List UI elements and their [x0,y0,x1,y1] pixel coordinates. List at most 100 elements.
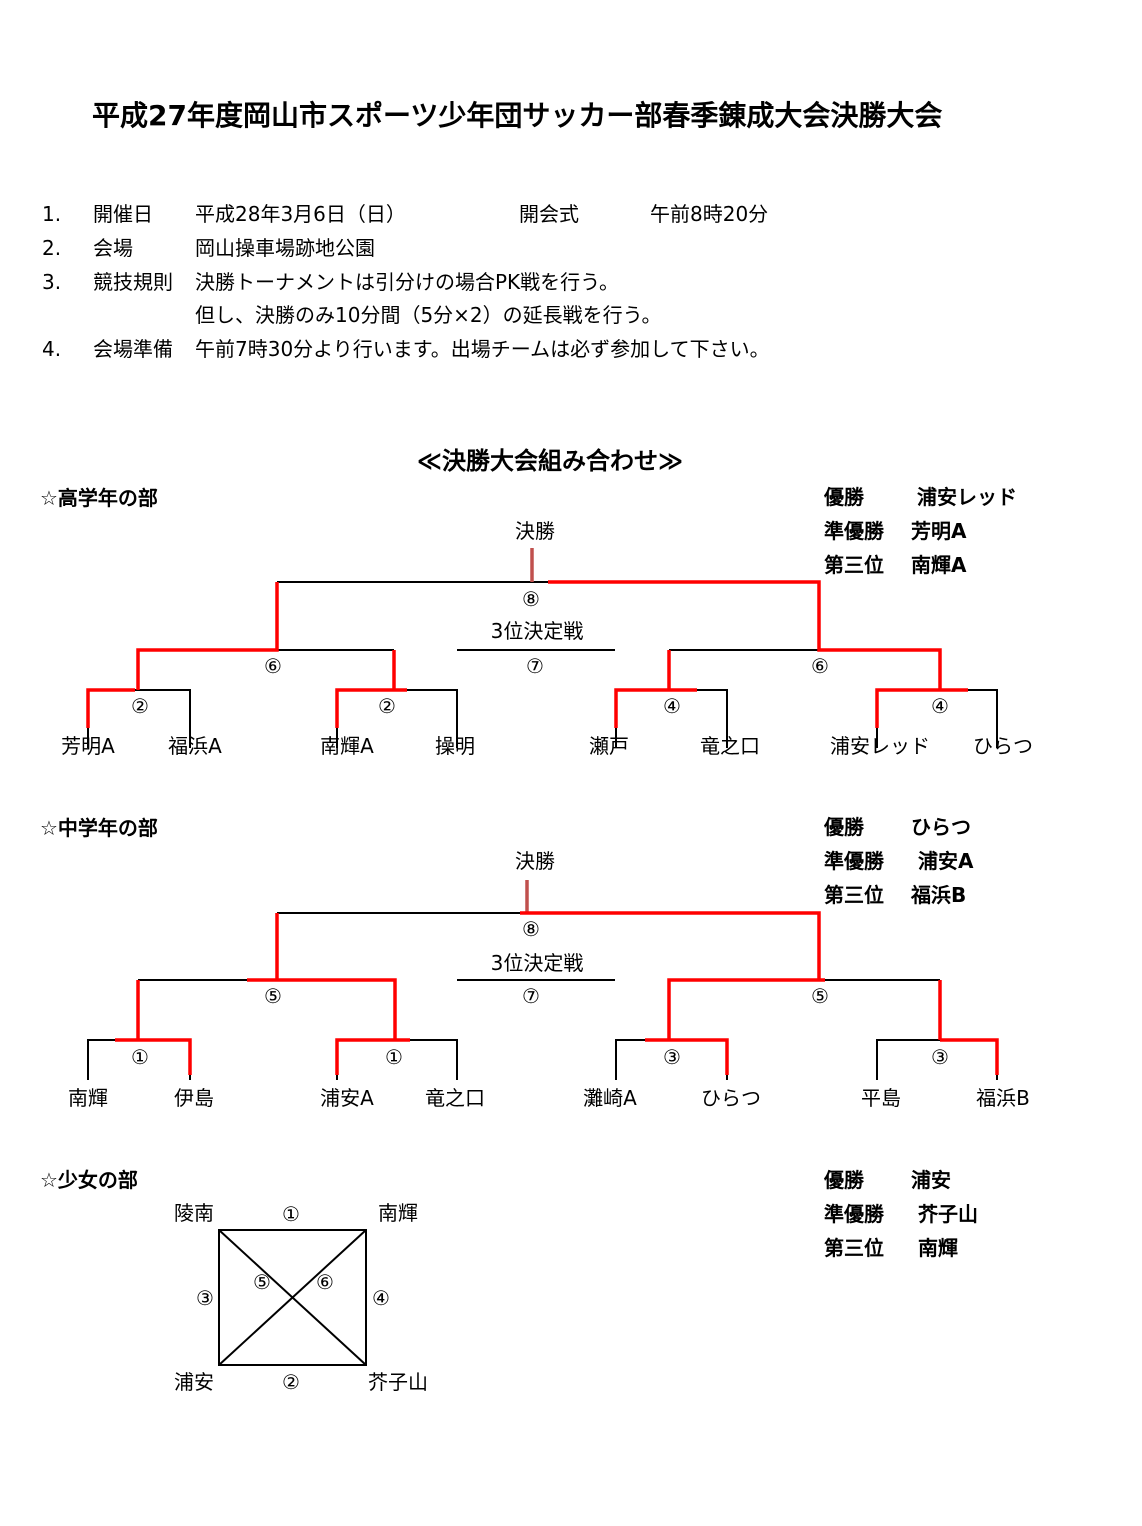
match-number: ⑥ [264,654,282,678]
third-place-label: 3位決定戦 [490,951,584,975]
line [407,689,458,748]
result-team: 福浜B [911,883,967,907]
diagonal [218,1229,367,1366]
info-label: 開催日 [93,202,153,226]
match-number: ⑥ [811,654,829,678]
info-value: 但し、決勝のみ10分間（5分×2）の延長戦を行う。 [195,303,662,327]
page-title: 平成27年度岡山市スポーツ少年団サッカー部春季錬成大会決勝大会 [92,99,943,132]
section-heading: ☆少女の部 [40,1168,138,1192]
team-name: 竜之口 [425,1086,485,1110]
team-name: 福浜B [976,1086,1030,1110]
result-team: 南輝 [918,1236,958,1260]
match-number: ④ [372,1286,390,1310]
info-number: 1. [42,202,62,226]
match-number: ① [282,1202,300,1226]
team-name: 瀬戸 [589,734,629,758]
bracket-heading: ≪決勝大会組み合わせ≫ [416,447,684,475]
result-label: 優勝 [824,815,864,839]
result-label: 第三位 [824,1236,884,1260]
result-label: 優勝 [824,485,864,509]
senior-bracket [87,581,998,748]
team-name: 福浜A [168,734,222,758]
match-number: ③ [196,1286,214,1310]
match-number: ④ [931,694,949,718]
senior-winner-path [86,548,968,728]
result-team: ひらつ [911,815,971,839]
team-name: 南輝A [320,734,374,758]
junior-bracket [87,912,998,1080]
match-number: ⑦ [526,654,544,678]
result-label: 準優勝 [824,1202,884,1226]
result-label: 準優勝 [824,519,884,543]
match-number: ⑧ [522,587,540,611]
info-value: 決勝トーナメントは引分けの場合PK戦を行う。 [195,270,619,294]
result-label: 第三位 [824,883,884,907]
match-number: ① [131,1045,149,1069]
third-place-label: 3位決定戦 [490,619,584,643]
match-number: ④ [663,694,681,718]
line [335,1038,410,1075]
line [875,688,968,728]
team-name: 芥子山 [368,1370,428,1394]
result-label: 第三位 [824,553,884,577]
junior-winner-path [115,880,999,1075]
match-number: ② [378,694,396,718]
line [667,978,825,1040]
line [335,688,407,728]
match-number: ③ [931,1045,949,1069]
line [247,978,397,1040]
girls-league-square [218,1229,367,1366]
info-value: 午前8時20分 [650,202,769,226]
team-name: 芳明A [61,734,115,758]
team-name: 操明 [435,734,475,758]
result-team: 浦安 [911,1168,951,1192]
info-number: 4. [42,337,62,361]
match-number: ① [385,1045,403,1069]
info-value: 平成28年3月6日（日） [195,202,406,226]
result-label: 準優勝 [824,849,884,873]
team-name: 伊島 [174,1086,214,1110]
team-name: 南輝 [378,1201,418,1225]
team-name: 南輝 [68,1086,108,1110]
info-label: 開会式 [519,202,579,226]
result-team: 浦安レッド [917,485,1017,509]
info-label: 会場 [93,236,133,260]
section-heading: ☆高学年の部 [40,486,158,510]
team-name: ひらつ [973,734,1033,758]
final-label: 決勝 [515,519,555,543]
info-label: 会場準備 [93,337,173,361]
line [86,688,135,728]
line [520,911,821,980]
team-name: 灘崎A [583,1086,637,1110]
line [548,580,942,690]
info-value: 午前7時30分より行います。出場チームは必ず参加して下さい。 [195,337,770,361]
team-name: 竜之口 [700,734,760,758]
team-name: 平島 [861,1086,901,1110]
line [697,689,728,748]
line [136,582,279,690]
line [876,1039,940,1080]
match-number: ③ [663,1045,681,1069]
line [615,1039,645,1080]
result-team: 南輝A [911,553,967,577]
info-number: 3. [42,270,62,294]
line [614,688,697,728]
final-label: 決勝 [515,849,555,873]
info-value: 岡山操車場跡地公園 [195,236,375,260]
info-number: 2. [42,236,62,260]
team-name: ひらつ [701,1086,761,1110]
line [940,1038,999,1075]
line [968,689,998,748]
result-team: 浦安A [918,849,974,873]
team-name: 陵南 [174,1201,214,1225]
info-label: 競技規則 [93,270,173,294]
line [410,1039,458,1080]
line [135,689,191,748]
line [115,1038,192,1075]
match-number: ② [131,694,149,718]
match-number: ⑥ [316,1270,334,1294]
match-number: ② [282,1370,300,1394]
match-number: ⑧ [522,917,540,941]
